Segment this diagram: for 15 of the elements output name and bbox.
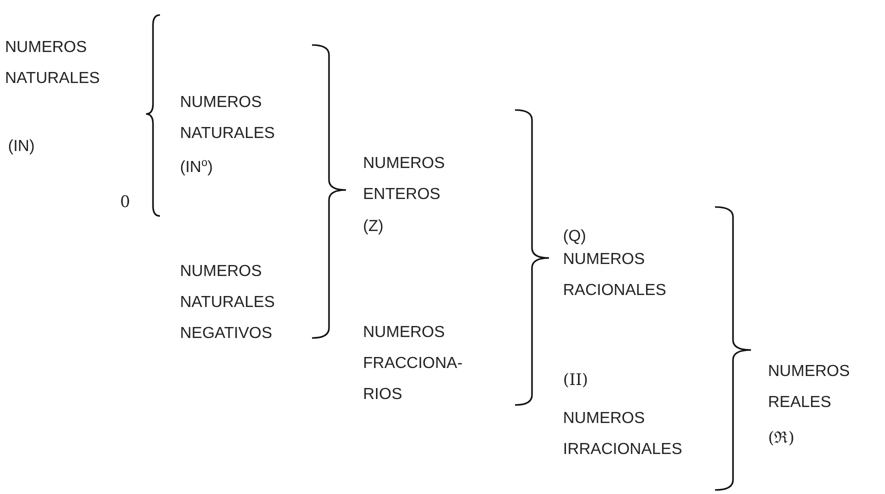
label: NUMEROS RACIONALES: [563, 250, 666, 301]
label: NUMEROS REALES: [768, 362, 850, 413]
label: 0: [120, 191, 130, 213]
label: (IN$^{o}$): [180, 156, 213, 178]
label: NUMEROS FRACCIONA- RIOS: [363, 323, 463, 405]
label: NUMEROS NATURALES: [180, 93, 275, 144]
label: (Q): [563, 227, 586, 247]
label: (ℜ): [768, 427, 794, 449]
label: (Z): [363, 217, 384, 237]
label: NUMEROS NATURALES: [5, 38, 100, 89]
label: NUMEROS NATURALES NEGATIVOS: [180, 262, 275, 344]
label: (II): [563, 369, 588, 391]
label: NUMEROS IRRACIONALES: [563, 409, 682, 460]
label: (IN): [8, 137, 35, 157]
label: NUMEROS ENTEROS: [363, 154, 445, 205]
